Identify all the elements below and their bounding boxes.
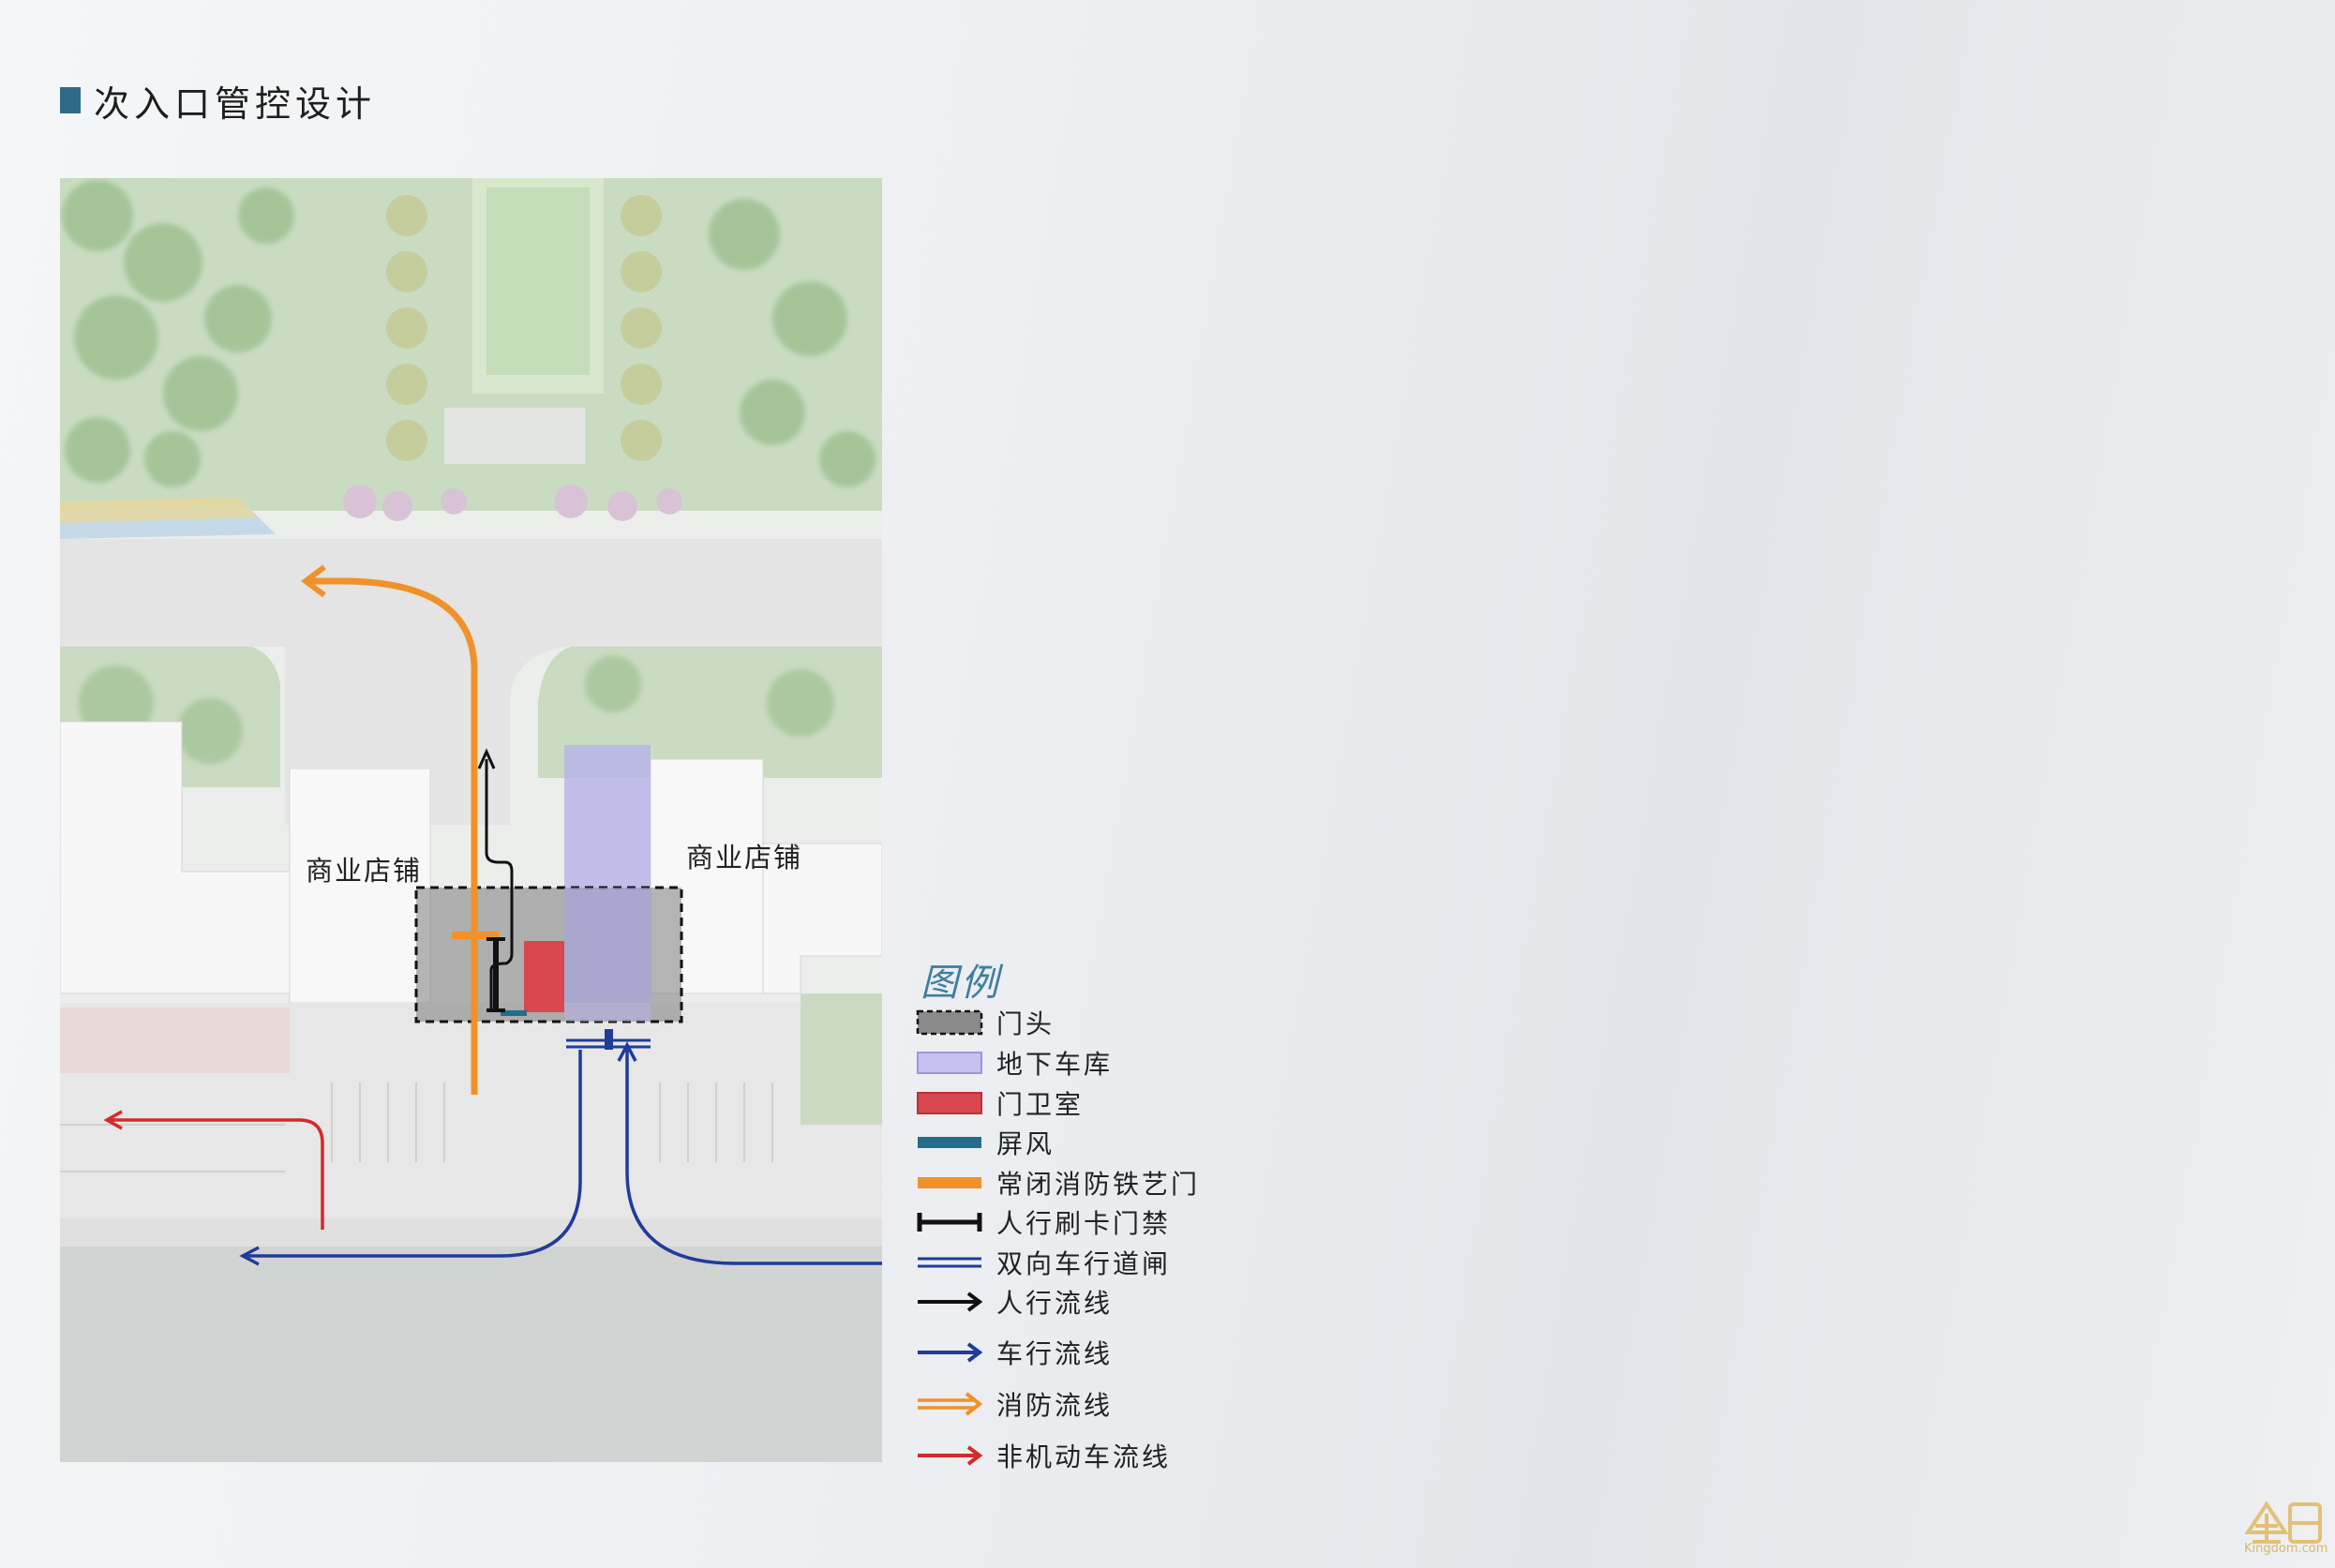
legend-label: 门卫室 — [996, 1089, 1085, 1120]
site-plan: 商业店铺 商业店铺 — [60, 178, 882, 1462]
page-title-text: 次入口管控设计 — [94, 82, 377, 125]
flower-beds — [343, 485, 682, 521]
legend-label: 双向车行道闸 — [996, 1248, 1172, 1279]
legend-item-guard-house: 门卫室 — [916, 1084, 1235, 1122]
fire-door-bar-icon — [916, 1169, 983, 1197]
parking-stalls-right — [659, 1083, 773, 1162]
screen-wall — [501, 1010, 527, 1016]
store-label-left: 商业店铺 — [306, 855, 423, 887]
site-plan-graphic — [60, 178, 882, 1462]
fire-route-line — [308, 577, 478, 1095]
building-left-mid — [289, 768, 431, 1004]
lawn-lower-right — [801, 993, 882, 1125]
i-beam-icon — [916, 1208, 983, 1236]
legend-item-card-access: 人行刷卡门禁 — [916, 1203, 1235, 1241]
screen-bar-icon — [916, 1128, 983, 1157]
legend-label: 车行流线 — [996, 1338, 1114, 1369]
legend-item-pedestrian-flow: 人行流线 — [916, 1283, 1235, 1321]
legend-label: 消防流线 — [996, 1390, 1114, 1421]
legend-item-vehicle-gate: 双向车行道闸 — [916, 1244, 1235, 1281]
legend-item-non-motor-flow: 非机动车流线 — [916, 1437, 1235, 1474]
parking-stalls-left — [60, 1083, 445, 1172]
orange-double-arrow-icon — [916, 1390, 983, 1418]
plaza-paving-top — [444, 408, 585, 464]
legend-item-vehicle-flow: 车行流线 — [916, 1334, 1235, 1371]
garage-overlay — [564, 888, 651, 1022]
legend-item-fire-flow: 消防流线 — [916, 1385, 1235, 1423]
red-band — [60, 1008, 290, 1073]
legend-item-garage: 地下车库 — [916, 1044, 1235, 1082]
hedge-row-right — [621, 195, 662, 461]
legend-label: 屏风 — [996, 1128, 1055, 1159]
vehicle-route-exit — [243, 1050, 582, 1258]
legend-item-fire-door: 常闭消防铁艺门 — [916, 1164, 1235, 1202]
legend-label: 人行流线 — [996, 1288, 1114, 1319]
double-line-icon — [916, 1248, 983, 1277]
legend-label: 非机动车流线 — [996, 1441, 1172, 1472]
vehicle-route-enter — [625, 1045, 882, 1265]
page-title: 次入口管控设计 — [60, 77, 377, 125]
legend-item-screen: 屏风 — [916, 1124, 1235, 1161]
vehicle-route-exit-arrowhead — [239, 1246, 260, 1266]
blue-arrow-icon — [916, 1338, 983, 1366]
sidewalk — [60, 1218, 882, 1247]
garage-swatch-icon — [916, 1049, 983, 1077]
legend-title: 图例 — [921, 962, 1001, 1005]
legend-label: 门头 — [996, 1008, 1055, 1039]
watermark-logo-icon — [2244, 1501, 2322, 1544]
yellow-path — [60, 497, 257, 523]
central-axis-inner — [486, 187, 590, 375]
hedge-row-left — [386, 195, 427, 461]
internal-road — [60, 539, 882, 647]
guard-house-swatch-icon — [916, 1089, 983, 1117]
legend-label: 地下车库 — [996, 1049, 1114, 1080]
legend-label: 常闭消防铁艺门 — [996, 1169, 1201, 1200]
title-square-icon — [60, 87, 81, 113]
building-right — [762, 843, 882, 994]
legend-item-gateway: 门头 — [916, 1004, 1235, 1041]
non-motor-route — [107, 1118, 324, 1230]
tree-canopy-cluster — [62, 180, 876, 487]
main-road — [60, 1247, 882, 1462]
vehicle-route-enter-arrowhead — [617, 1041, 637, 1062]
pedestrian-arrowhead — [477, 748, 496, 769]
store-label-right: 商业店铺 — [686, 842, 803, 874]
guard-house — [524, 941, 564, 1012]
non-motor-arrowhead — [103, 1110, 123, 1130]
black-arrow-icon — [916, 1288, 983, 1316]
watermark-text: Kingdom.com — [2244, 1542, 2328, 1556]
red-arrow-icon — [916, 1441, 983, 1470]
legend-label: 人行刷卡门禁 — [996, 1208, 1172, 1239]
fire-route-arrowhead — [301, 564, 326, 598]
dashed-box-icon — [916, 1008, 983, 1037]
